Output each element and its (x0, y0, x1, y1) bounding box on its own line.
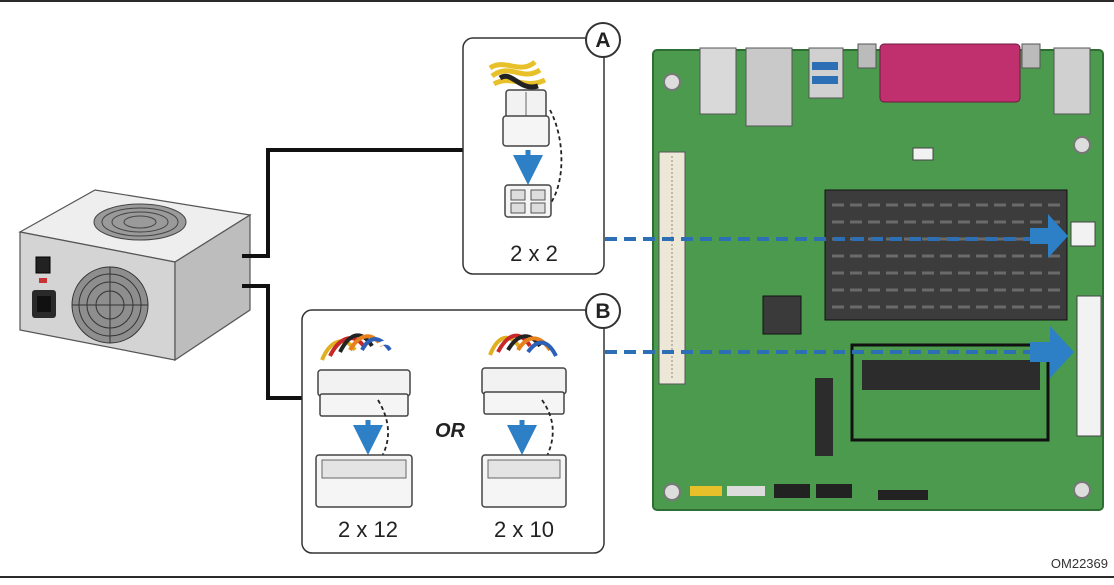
top-rule (0, 0, 1114, 2)
power-cables (242, 148, 468, 400)
leader-lines (605, 237, 1030, 354)
2x2-header-icon (504, 184, 552, 218)
label-or: OR (435, 420, 466, 442)
callout-b-letter: B (595, 300, 610, 323)
callout-a-letter: A (595, 29, 610, 52)
atx-24pin-plug-icon (317, 333, 411, 417)
figure-id: OM22369 (1050, 556, 1108, 571)
callout-b-badge: B (585, 293, 621, 329)
motherboard-icon (652, 43, 1104, 511)
callout-b-box (301, 309, 605, 554)
2x2-plug-icon (488, 59, 550, 147)
bottom-rule (0, 576, 1114, 578)
callout-a-box (462, 37, 605, 275)
label-2x10: 2 x 10 (494, 517, 554, 542)
label-2x2: 2 x 2 (510, 241, 558, 266)
callout-a-badge: A (585, 22, 621, 58)
label-2x12: 2 x 12 (338, 517, 398, 542)
atx-20pin-header-icon (481, 454, 567, 508)
atx-24pin-header-icon (315, 454, 413, 508)
atx-20pin-plug-icon (481, 333, 567, 415)
power-supply-icon (18, 189, 252, 362)
